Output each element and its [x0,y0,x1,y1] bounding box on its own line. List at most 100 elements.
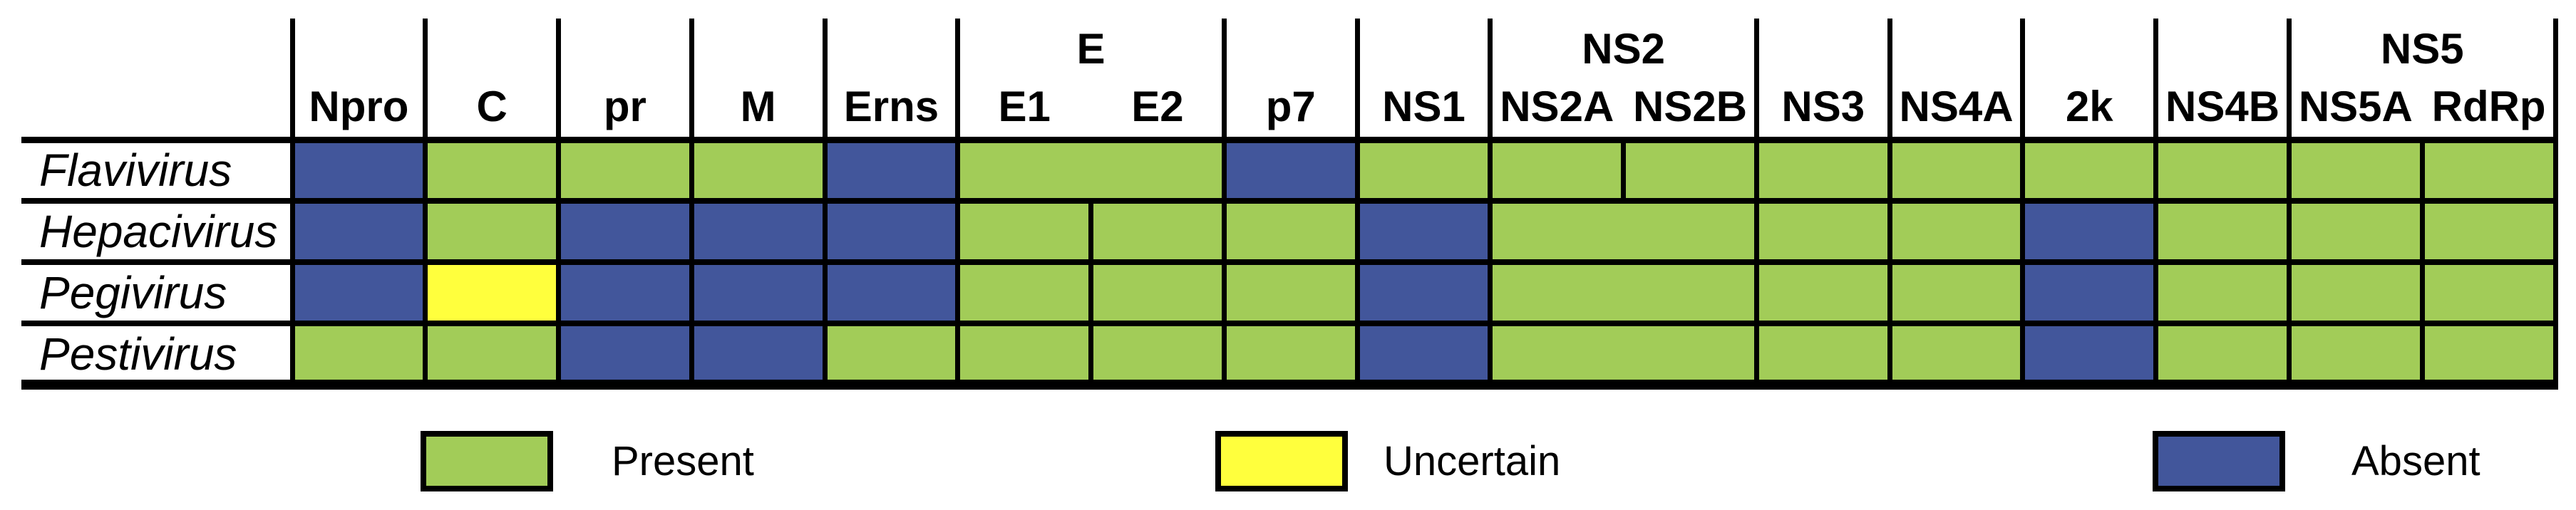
col-header-NS2A: NS2A [1500,83,1614,130]
cell-divider [2286,259,2292,326]
cell-Pestivirus-M [691,323,825,385]
group-header-E: E [1076,25,1106,73]
header-divider [556,19,562,140]
cell-Flavivirus-2k [2022,140,2156,201]
col-header-NS4A: NS4A [1899,83,2014,130]
col-header-2k: 2k [2065,83,2113,130]
cell-Pegivirus-NS5A [2289,262,2423,323]
legend-swatch-uncertain [1215,431,1348,491]
col-header-p7: p7 [1265,83,1316,130]
cell-Pestivirus-NS2A [1490,323,1757,385]
cell-Pegivirus-Erns [825,262,958,323]
cell-divider [2153,321,2159,387]
cell-Pestivirus-2k [2022,323,2156,385]
header-divider [289,19,295,140]
cell-divider [955,259,961,326]
cell-divider [1887,259,1892,326]
col-header-NS5A: NS5A [2298,83,2413,130]
cell-divider [955,321,961,387]
cell-divider [2020,137,2026,204]
cell-divider [955,198,961,265]
legend-label-absent: Absent [2351,437,2480,484]
cell-divider [955,137,961,204]
cell-divider [2286,321,2292,387]
cell-Pestivirus-NS4B [2155,323,2289,385]
cell-Pegivirus-Npro [292,262,426,323]
row-separator [21,321,2558,326]
cell-Hepacivirus-Npro [292,201,426,262]
cell-Pestivirus-pr [558,323,692,385]
group-header-NS2: NS2 [1582,25,1665,73]
header-divider [423,19,428,140]
col-header-E2: E2 [1131,83,1184,130]
header-divider [2153,19,2159,140]
col-header-NS1: NS1 [1382,83,1465,130]
cell-divider [689,198,694,265]
header-divider [1221,19,1227,140]
cell-divider [1354,137,1360,204]
cell-divider [1354,198,1360,265]
cell-Hepacivirus-NS4A [1890,201,2023,262]
cell-divider [2419,198,2425,265]
cell-Hepacivirus-E1 [957,201,1091,262]
cell-divider [556,198,562,265]
row-label-Pestivirus: Pestivirus [39,328,237,380]
cell-divider [2552,137,2558,204]
cell-divider [1354,259,1360,326]
cell-Flavivirus-NS1 [1357,140,1490,201]
cell-divider [1088,198,1094,265]
cell-divider [2020,198,2026,265]
col-header-RdRp: RdRp [2431,83,2546,130]
cell-Pestivirus-E1 [957,323,1091,385]
cell-Pestivirus-NS5A [2289,323,2423,385]
cell-Flavivirus-M [691,140,825,201]
cell-divider [423,259,428,326]
cell-divider [556,321,562,387]
cell-Flavivirus-RdRp [2422,140,2555,201]
cell-divider [1221,137,1227,204]
col-header-Npro: Npro [309,83,409,130]
cell-Hepacivirus-M [691,201,825,262]
cell-divider [1488,198,1493,265]
cell-divider [289,259,295,326]
cell-divider [689,321,694,387]
cell-divider [1488,259,1493,326]
cell-Hepacivirus-E2 [1091,201,1225,262]
cell-Pegivirus-E2 [1091,262,1225,323]
cell-Flavivirus-Erns [825,140,958,201]
cell-Flavivirus-pr [558,140,692,201]
group-header-NS5: NS5 [2380,25,2464,73]
cell-Flavivirus-NS4A [1890,140,2023,201]
cell-Pegivirus-RdRp [2422,262,2555,323]
header-divider [2286,19,2292,140]
col-header-M: M [740,83,776,130]
cell-Pegivirus-NS1 [1357,262,1490,323]
cell-divider [2020,259,2026,326]
cell-divider [2419,259,2425,326]
cell-Hepacivirus-pr [558,201,692,262]
cell-Flavivirus-E1 [957,140,1225,201]
cell-Pestivirus-RdRp [2422,323,2555,385]
cell-Pegivirus-2k [2022,262,2156,323]
header-divider [822,19,828,140]
cell-divider [1887,198,1892,265]
cell-divider [2419,321,2425,387]
cell-divider [1621,137,1627,204]
cell-divider [2153,137,2159,204]
cell-Flavivirus-NS3 [1756,140,1890,201]
cell-Hepacivirus-2k [2022,201,2156,262]
cell-divider [556,259,562,326]
col-header-NS2B: NS2B [1632,83,1748,130]
cell-Hepacivirus-C [425,201,559,262]
header-divider [955,19,961,140]
row-separator [21,259,2558,265]
cell-Pegivirus-NS4B [2155,262,2289,323]
cell-divider [1221,259,1227,326]
cell-Pegivirus-M [691,262,825,323]
cell-divider [1488,321,1493,387]
cell-divider [689,259,694,326]
cell-Pestivirus-NS1 [1357,323,1490,385]
row-label-Flavivirus: Flavivirus [39,145,232,196]
cell-divider [423,198,428,265]
